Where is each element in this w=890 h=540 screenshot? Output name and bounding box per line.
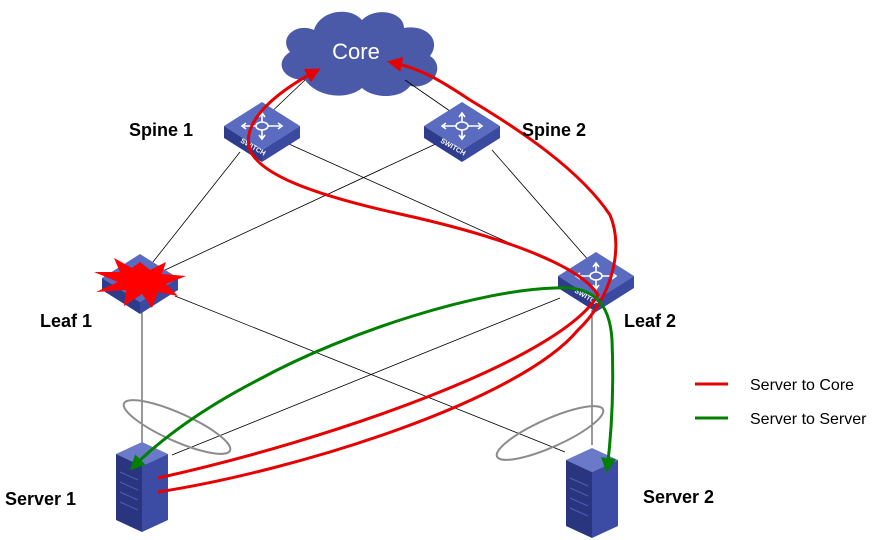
server1-label: Server 1 (5, 489, 76, 509)
legend-label-server-to-server: Server to Server (750, 411, 867, 428)
legend: Server to Core Server to Server (695, 377, 867, 428)
leaf2-switch: SWITCH (557, 251, 635, 313)
server-to-core-path-1 (157, 57, 618, 494)
lag-ellipse-server1 (122, 399, 232, 455)
leaf2-label: Leaf 2 (624, 311, 676, 331)
server-to-server-path-1 (129, 286, 556, 471)
core-cloud: Core (281, 11, 438, 96)
spine1-label: Spine 1 (129, 120, 193, 140)
core-label: Core (332, 39, 380, 64)
lag-ellipse-server2 (495, 405, 605, 461)
link-spine2-leaf1 (164, 141, 441, 271)
server1-icon (115, 441, 169, 533)
link-spine1-leaf1 (144, 151, 241, 273)
failure-burst-icon (94, 258, 186, 308)
server-to-server-paths (129, 286, 616, 473)
spine2-label: Spine 2 (522, 120, 586, 140)
link-spine2-leaf2 (491, 149, 591, 263)
server-to-core-paths (157, 57, 618, 494)
link-leaf2-server1 (171, 297, 561, 456)
server2-label: Server 2 (643, 487, 714, 507)
link-leaf1-server2 (174, 295, 566, 453)
server-to-core-path-2 (157, 68, 600, 480)
leaf1-label: Leaf 1 (40, 311, 92, 331)
server2-icon (565, 447, 619, 539)
server-to-server-path-2 (554, 286, 616, 473)
legend-label-server-to-core: Server to Core (750, 377, 854, 394)
